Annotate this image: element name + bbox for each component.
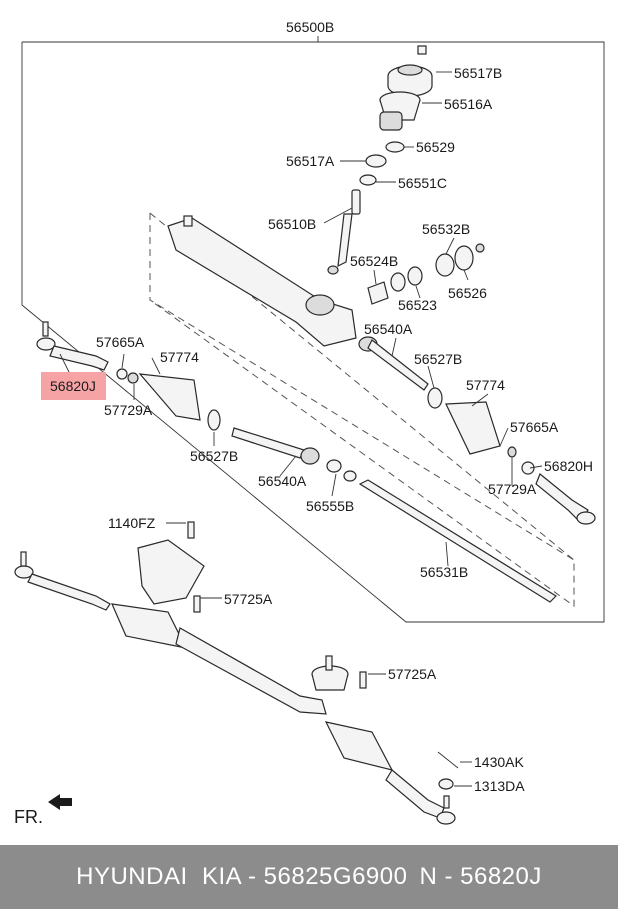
assembly-frame bbox=[21, 41, 605, 623]
tie-end-right-part bbox=[535, 473, 596, 525]
subassembly-outline bbox=[149, 213, 575, 607]
label-lock-l: 57729A bbox=[104, 402, 153, 418]
label-tie-end-l: 56820J bbox=[50, 378, 96, 394]
inner-rod-right-part bbox=[358, 336, 429, 391]
label-cap: 56517B bbox=[454, 65, 502, 81]
label-inner-rod-r: 56540A bbox=[364, 321, 413, 337]
label-lock-r: 57729A bbox=[488, 481, 537, 497]
label-clamp-r: 56527B bbox=[414, 351, 462, 367]
boot-right-part bbox=[445, 401, 501, 455]
label-spring: 56523 bbox=[398, 297, 437, 313]
label-tie-end-r: 56820H bbox=[544, 458, 593, 474]
label-nut: 1313DA bbox=[474, 778, 525, 794]
label-boot-l: 57774 bbox=[160, 349, 199, 365]
bushing-part bbox=[326, 459, 342, 473]
label-pinion: 56510B bbox=[268, 216, 316, 232]
nut-left-part bbox=[116, 368, 128, 380]
label-nut-r: 57665A bbox=[510, 419, 559, 435]
label-front: FR. bbox=[14, 807, 43, 827]
label-pin: 1430AK bbox=[474, 754, 524, 770]
highlight-box bbox=[41, 372, 106, 400]
pinion-part bbox=[327, 189, 361, 275]
yoke-part bbox=[367, 281, 389, 305]
label-inner-rod-l: 56540A bbox=[258, 473, 307, 489]
label-bolt-1: 1140FZ bbox=[108, 515, 156, 531]
seal-part bbox=[379, 91, 421, 131]
label-bolt-2: 57725A bbox=[224, 591, 273, 607]
label-ring-a: 56529 bbox=[416, 139, 455, 155]
footer-ref: N - 56820J bbox=[419, 863, 542, 890]
boot-left-part bbox=[138, 373, 201, 421]
seal-set-part bbox=[435, 253, 455, 277]
label-seal-upper: 56516A bbox=[444, 96, 493, 112]
spring-part bbox=[390, 272, 406, 292]
steering-gear-diagram: 56500B 56517B 56516A 56529 56517A 56551C… bbox=[14, 19, 605, 827]
label-rack: 56531B bbox=[420, 564, 468, 580]
label-seal-set: 56532B bbox=[422, 221, 470, 237]
footer-brand: HYUNDAI KIA - 56825G6900 bbox=[76, 863, 408, 890]
label-nut-l: 57665A bbox=[96, 334, 145, 350]
clamp-left-part bbox=[207, 409, 221, 431]
label-assembly: 56500B bbox=[286, 19, 334, 35]
label-boot-r: 57774 bbox=[466, 377, 505, 393]
footer-bar: HYUNDAI KIA - 56825G6900 N - 56820J bbox=[0, 845, 618, 909]
plug-part bbox=[454, 245, 474, 271]
clamp-right-part bbox=[427, 387, 443, 409]
label-ring-b: 56551C bbox=[398, 175, 447, 191]
label-yoke: 56524B bbox=[350, 253, 398, 269]
front-arrow-icon bbox=[48, 794, 72, 810]
ring-part bbox=[385, 141, 405, 153]
bearing-part bbox=[365, 154, 387, 168]
label-bushing: 56555B bbox=[306, 498, 354, 514]
tie-end-left-part bbox=[36, 321, 109, 371]
inner-rod-left-part bbox=[231, 427, 320, 465]
assembled-gear bbox=[14, 521, 459, 825]
label-bearing-a: 56517A bbox=[286, 153, 335, 169]
cap-part bbox=[387, 45, 433, 97]
rack-housing-part bbox=[167, 215, 357, 347]
lock-left-part bbox=[127, 372, 139, 384]
rack-bar-part bbox=[358, 479, 557, 603]
ring-b-part bbox=[359, 174, 377, 186]
label-plug: 56526 bbox=[448, 285, 487, 301]
label-clamp-l: 56527B bbox=[190, 448, 238, 464]
label-bolt-3: 57725A bbox=[388, 666, 437, 682]
